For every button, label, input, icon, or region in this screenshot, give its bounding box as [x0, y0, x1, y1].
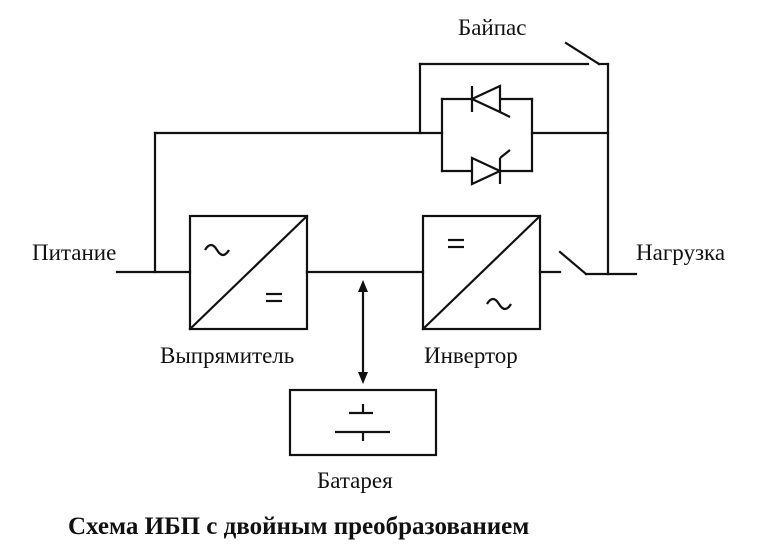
rectifier-dc-icon [266, 292, 282, 303]
inverter-diagonal [421, 214, 542, 331]
diagram-caption: Схема ИБП с двойным преобразованием [68, 513, 530, 540]
battery-link-arrows [358, 280, 368, 384]
inverter-ac-icon [486, 297, 512, 311]
output-switch-blade [558, 250, 588, 276]
thyristor-lower-icon [470, 149, 511, 186]
battery-label: Батарея [317, 468, 393, 493]
bypass-switch-blade [564, 41, 601, 66]
thyristor-upper-icon [469, 84, 511, 118]
battery-box [288, 388, 438, 457]
rectifier-ac-icon [204, 243, 230, 257]
battery-icon [335, 404, 390, 441]
input-label: Питание [32, 240, 117, 265]
inverter-label: Инвертор [424, 343, 518, 368]
inverter-dc-icon [448, 238, 464, 249]
rectifier-label: Выпрямитель [160, 343, 295, 368]
bypass-label: Байпас [458, 15, 527, 40]
load-label: Нагрузка [636, 240, 726, 265]
rectifier-diagonal [188, 214, 309, 331]
